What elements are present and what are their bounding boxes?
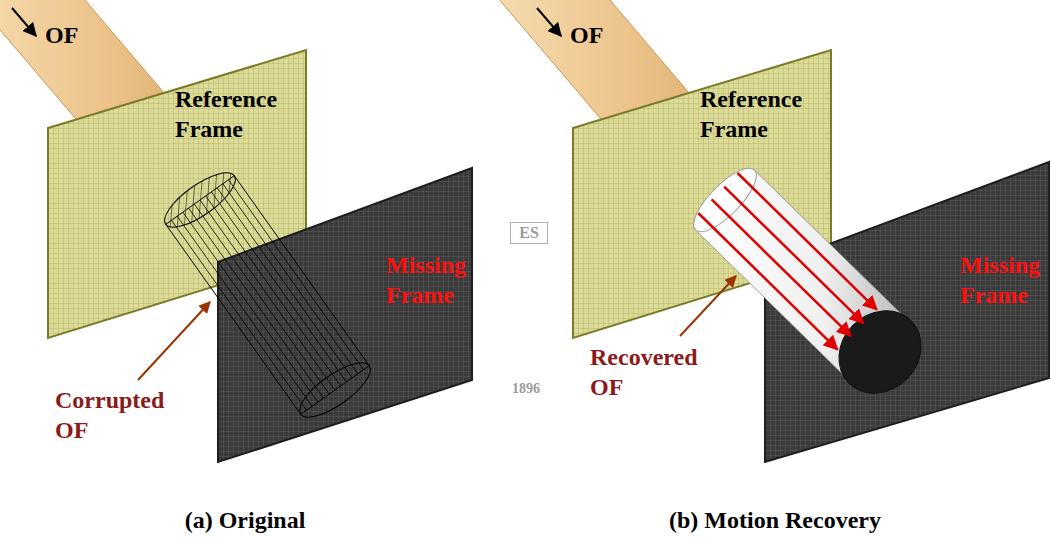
frame-label: Missing Frame <box>386 250 474 310</box>
flow-label: OF <box>45 20 105 50</box>
motion-vector-arrow <box>698 213 837 350</box>
wireframe-stroke <box>177 216 312 406</box>
flow-label: OF <box>570 20 630 50</box>
wireframe-stroke <box>183 212 318 402</box>
watermark-text: 1896 <box>512 380 562 398</box>
wireframe-stroke <box>223 184 358 374</box>
frame-label: Reference Frame <box>700 84 820 144</box>
caption-label: (a) Original <box>95 505 395 535</box>
flow-arrow <box>12 8 36 36</box>
wireframe-stroke <box>211 192 346 382</box>
wireframe-stroke <box>200 200 335 390</box>
flow-details <box>138 160 938 427</box>
callout-label: Corrupted OF <box>55 385 185 445</box>
callout-label: Recovered OF <box>590 342 715 402</box>
recovered-flow-entry <box>685 160 765 241</box>
callout-leader <box>138 302 210 380</box>
wireframe-stroke <box>217 188 352 378</box>
corrupted-flow-exit <box>292 353 378 426</box>
wireframe-stroke <box>229 180 364 370</box>
wireframe-stroke <box>171 220 306 410</box>
watermark-text: ES <box>510 222 548 244</box>
frame-label: Reference Frame <box>175 84 295 144</box>
caption-label: (b) Motion Recovery <box>600 505 950 535</box>
wireframe-stroke <box>206 196 341 386</box>
motion-vector-arrow <box>712 199 851 336</box>
flow-arrow <box>537 8 561 36</box>
motion-vector-arrow <box>737 173 876 310</box>
frame-label: Missing Frame <box>960 250 1048 310</box>
recovered-region <box>822 294 938 410</box>
wireframe-stroke <box>194 204 329 394</box>
motion-vector-arrow <box>724 187 863 324</box>
callout-leader <box>680 276 736 336</box>
